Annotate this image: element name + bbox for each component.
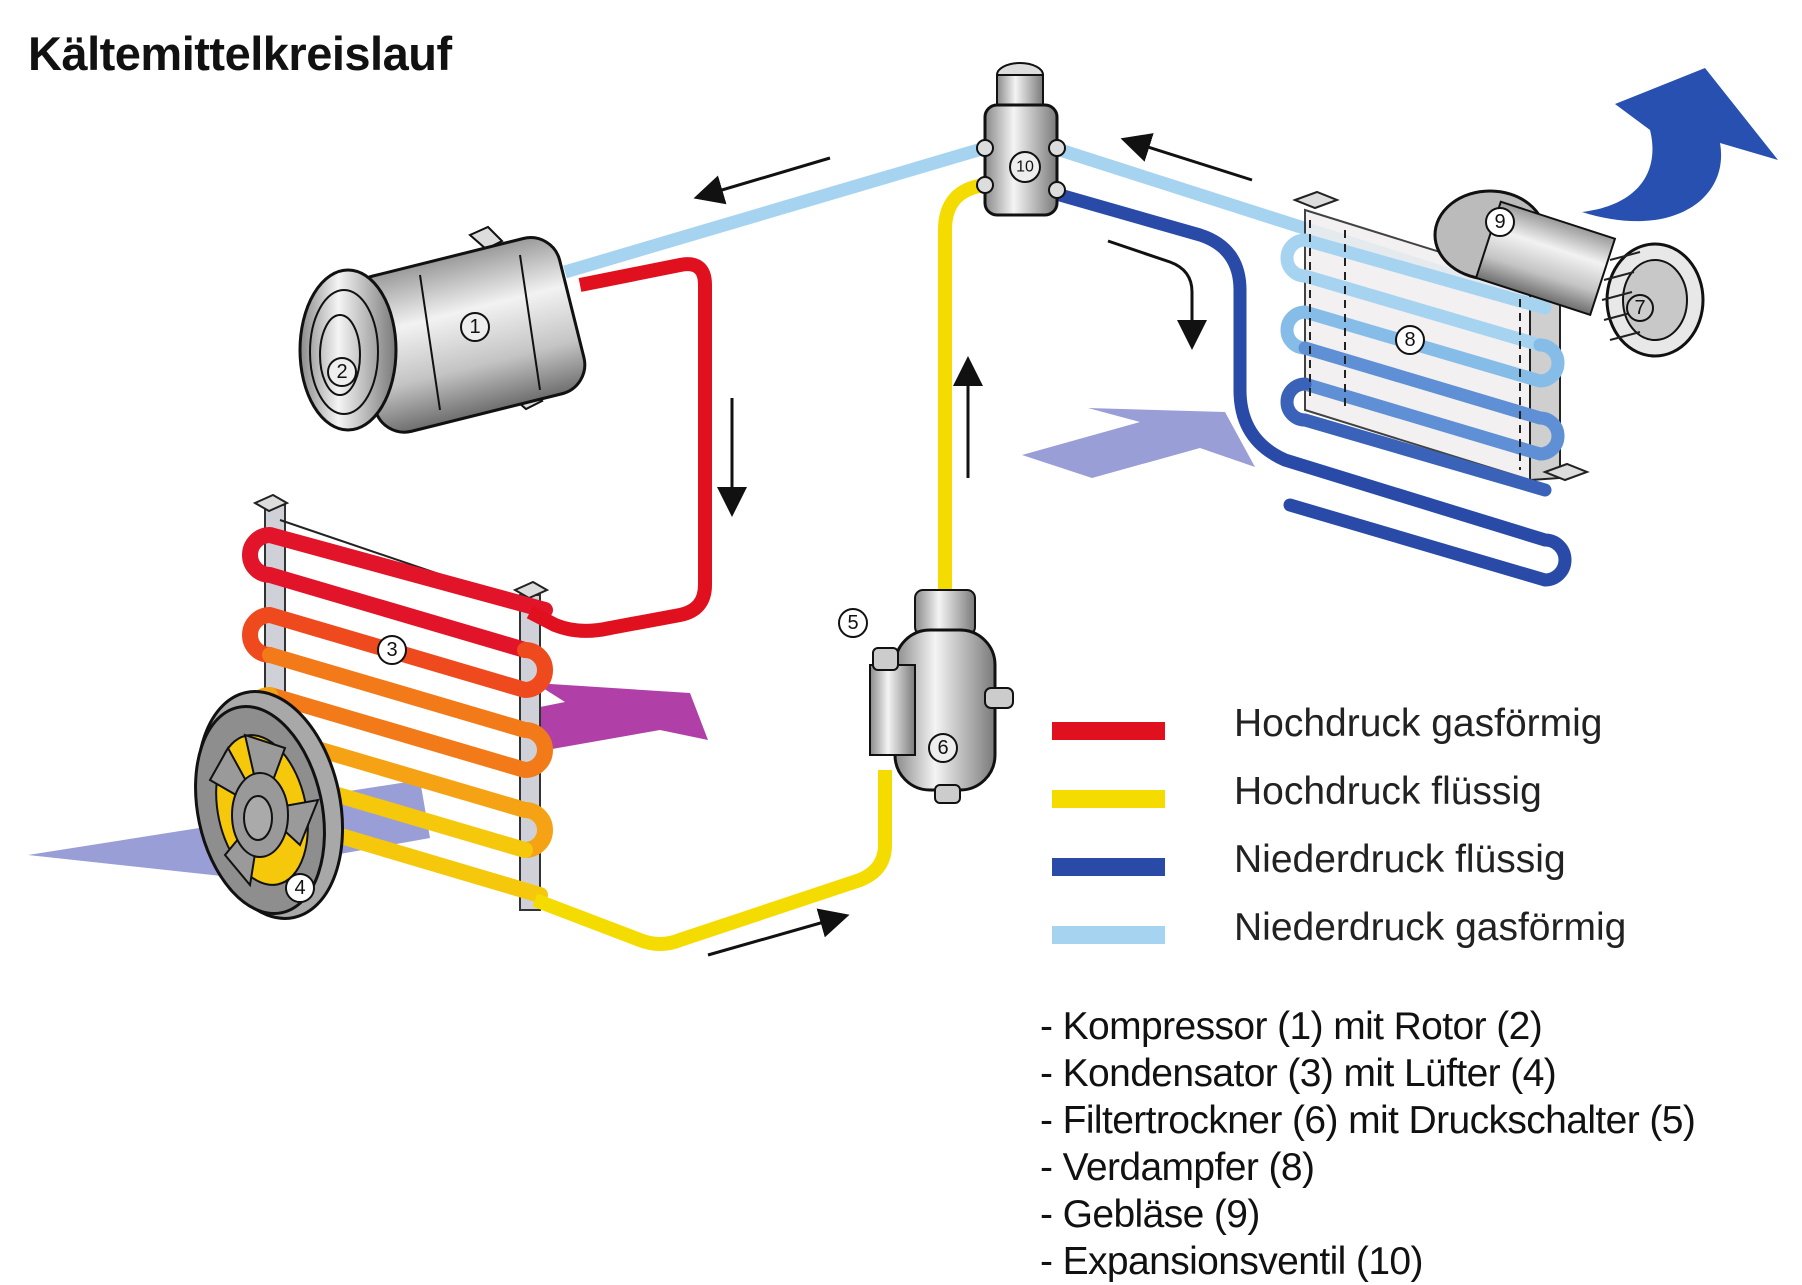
- flow-arrow-bottom: [707, 908, 850, 957]
- legend-label: Niederdruck gasförmig: [1234, 906, 1627, 949]
- pipe-niederdruck-gas-to-compressor: [563, 141, 987, 279]
- expansion-valve: [976, 62, 1066, 217]
- flow-arrow-from-evaporator: [1120, 133, 1253, 182]
- number-marker-5: 5: [838, 608, 868, 638]
- number-marker-7: 7: [1626, 294, 1654, 322]
- number-marker-4: 4: [285, 873, 315, 903]
- flow-arrow-to-evaporator: [1107, 239, 1207, 350]
- svg-text:6: 6: [937, 737, 948, 759]
- parts-list-item: - Expansionsventil (10): [1040, 1240, 1423, 1283]
- cold-air-out-arrow: [1582, 68, 1778, 222]
- air-in-arrow-evaporator: [1022, 408, 1255, 478]
- svg-text:10: 10: [1016, 159, 1034, 176]
- number-marker-3: 3: [377, 635, 407, 665]
- svg-text:5: 5: [847, 612, 858, 634]
- parts-list-item: - Filtertrockner (6) mit Druckschalter (…: [1040, 1099, 1696, 1142]
- number-marker-9: 9: [1485, 207, 1515, 237]
- legend-label: Hochdruck gasförmig: [1234, 702, 1603, 745]
- legend-label: Hochdruck flüssig: [1234, 770, 1542, 813]
- number-marker-2: 2: [327, 357, 357, 387]
- svg-text:4: 4: [294, 877, 305, 899]
- parts-list: - Kompressor (1) mit Rotor (2) - Kondens…: [1040, 1003, 1696, 1285]
- svg-text:2: 2: [336, 361, 347, 383]
- svg-text:3: 3: [386, 639, 397, 661]
- diagram-title: Kältemittelkreislauf: [28, 27, 452, 80]
- svg-text:8: 8: [1404, 329, 1415, 351]
- number-marker-1: 1: [460, 312, 490, 342]
- legend-swatch-hochdruck-gas: [1052, 722, 1165, 740]
- filter-dryer: [869, 589, 1014, 804]
- parts-list-item: - Kondensator (3) mit Lüfter (4): [1040, 1052, 1557, 1095]
- parts-list-item: - Gebläse (9): [1040, 1193, 1260, 1236]
- warm-air-out-arrow: [535, 683, 708, 752]
- svg-text:7: 7: [1634, 297, 1645, 319]
- pipe-hochdruck-gas: [526, 257, 712, 638]
- svg-text:1: 1: [469, 316, 480, 338]
- legend-swatch-niederdruck-fluessig: [1052, 858, 1165, 876]
- number-marker-10: 10: [1009, 151, 1041, 183]
- number-marker-6: 6: [928, 733, 958, 763]
- parts-list-item: - Kompressor (1) mit Rotor (2): [1040, 1005, 1543, 1048]
- svg-text:9: 9: [1494, 211, 1505, 233]
- legend-swatch-niederdruck-gas: [1052, 926, 1165, 944]
- legend-swatch-hochdruck-fluessig: [1052, 790, 1165, 808]
- number-marker-8: 8: [1395, 325, 1425, 355]
- pipe-hochdruck-fluessig-low: [532, 770, 892, 951]
- flow-arrow-to-compressor: [693, 156, 831, 205]
- pipe-hochdruck-fluessig-up: [938, 178, 987, 600]
- condenser-fan: [194, 690, 345, 920]
- pipe-niederdruck-fluessig: [1053, 188, 1572, 587]
- compressor: [298, 225, 587, 434]
- parts-list-item: - Verdampfer (8): [1040, 1146, 1315, 1189]
- legend-label: Niederdruck flüssig: [1234, 838, 1566, 881]
